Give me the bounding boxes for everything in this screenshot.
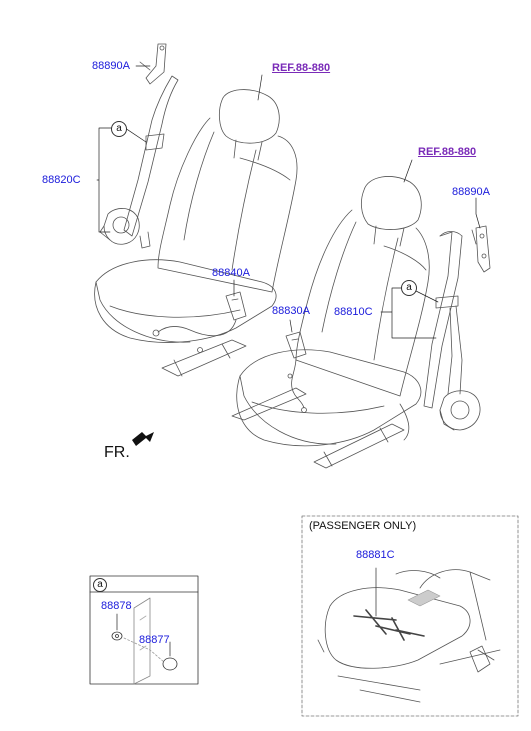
leader-lines [96,65,481,657]
left-seat [94,89,298,377]
part-label-88820c[interactable]: 88820C [42,174,81,186]
reference-link-right[interactable]: REF.88-880 [418,146,477,158]
passenger-box-title: (PASSENGER ONLY) [309,520,417,532]
part-label-88830a[interactable]: 88830A [272,305,310,317]
detail-box-a [89,575,199,685]
callout-a-right: a [401,280,417,296]
front-direction-label: FR. [104,444,130,461]
left-height-adjuster [139,43,167,85]
part-label-88810c[interactable]: 88810C [334,306,373,318]
passenger-only-box [301,515,519,717]
reference-link-left[interactable]: REF.88-880 [272,62,331,74]
right-seat [231,176,430,469]
right-height-adjuster [471,225,491,273]
right-seat-belt [423,231,481,431]
part-label-88890a-left[interactable]: 88890A [92,60,130,72]
part-label-88881c[interactable]: 88881C [356,549,395,561]
part-label-88890a-right[interactable]: 88890A [452,186,490,198]
detail-box-a-callout: a [93,578,107,592]
occupant-sensor-mat [353,567,425,641]
part-label-88877[interactable]: 88877 [139,634,170,646]
part-label-88878[interactable]: 88878 [101,600,132,612]
part-label-88840a[interactable]: 88840A [212,267,250,279]
callout-a-left: a [111,121,127,137]
front-direction-arrow [132,432,154,446]
